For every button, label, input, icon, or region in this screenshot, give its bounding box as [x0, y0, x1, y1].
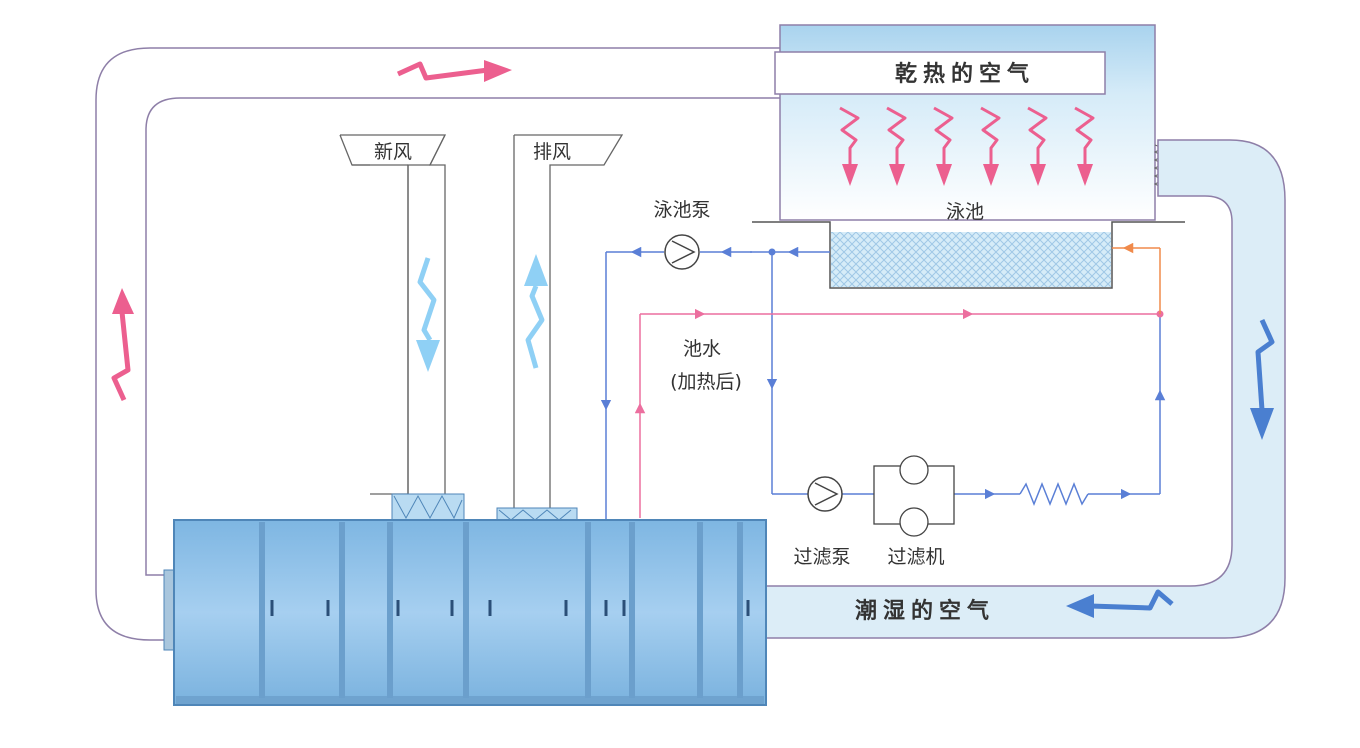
ahu-panel-divider [339, 522, 345, 698]
pool-return-pipe [1112, 242, 1161, 314]
ahu-panel-divider [259, 522, 265, 698]
pool-room: 乾热的空气 [774, 24, 1156, 221]
humid-air-flow-arrow-bottom [1066, 589, 1174, 618]
heat-arrow [1027, 106, 1048, 186]
heat-arrow [839, 106, 860, 186]
ahu-panel-divider [737, 522, 743, 698]
filter-pump-label: 过滤泵 [793, 546, 850, 568]
air-handling-unit [163, 519, 767, 706]
pool-water-label: 池水 [683, 338, 721, 360]
ahu-door-handle [604, 600, 608, 616]
fresh-air-flow-arrow [416, 257, 440, 372]
pool-pump-icon [664, 234, 700, 270]
pool-circulation-pipe [600, 246, 1166, 520]
ahu-door-handle [622, 600, 626, 616]
dry-air-flow-arrow-left [111, 288, 134, 402]
ahu-panel-divider [585, 522, 591, 698]
humid-air-flow-arrow-right [1250, 318, 1275, 440]
pool-label: 泳池 [946, 201, 984, 223]
ahu-door-handle [488, 600, 492, 616]
ahu-panel-divider [387, 522, 393, 698]
pool-pump-label: 泳池泵 [653, 199, 710, 221]
ahu-door-handle [450, 600, 454, 616]
ahu-door-handle [326, 600, 330, 616]
pool-water [831, 232, 1111, 287]
humid-air-duct: 潮湿的空气 [764, 139, 1286, 639]
exhaust-air-label: 排风 [533, 141, 571, 163]
filter-pump-icon [807, 476, 843, 512]
ahu-panel-divider [463, 522, 469, 698]
filter-machine-label: 过滤机 [887, 546, 944, 568]
ahu-door-handle [564, 600, 568, 616]
heat-arrow [1074, 106, 1095, 186]
ahu-door-handle [396, 600, 400, 616]
filter-machine-icon [873, 455, 955, 537]
exhaust-air-duct: 排风 [513, 134, 624, 508]
fresh-air-duct: 新风 [339, 134, 447, 495]
fresh-air-label: 新风 [374, 141, 412, 163]
ahu-panel-divider [697, 522, 703, 698]
ahu-door-handle [270, 600, 274, 616]
heated-water-pipe [634, 308, 1164, 518]
fresh-air-damper [391, 493, 465, 521]
heat-arrow [933, 106, 954, 186]
dry-air-flow-arrow-top [396, 60, 512, 82]
humid-air-label: 潮湿的空气 [855, 598, 995, 624]
exhaust-air-flow-arrow [524, 254, 548, 369]
pool-basin: 泳池 [752, 144, 1185, 289]
return-air-duct [95, 47, 780, 641]
ahu-panels [259, 522, 750, 698]
heat-arrow [886, 106, 907, 186]
heat-arrow [980, 106, 1001, 186]
heated-note-label: (加热后) [670, 371, 742, 393]
ahu-door-handle [746, 600, 750, 616]
dry-hot-air-label: 乾热的空气 [895, 61, 1035, 87]
ahu-panel-divider [629, 522, 635, 698]
heat-arrows [839, 106, 1095, 186]
